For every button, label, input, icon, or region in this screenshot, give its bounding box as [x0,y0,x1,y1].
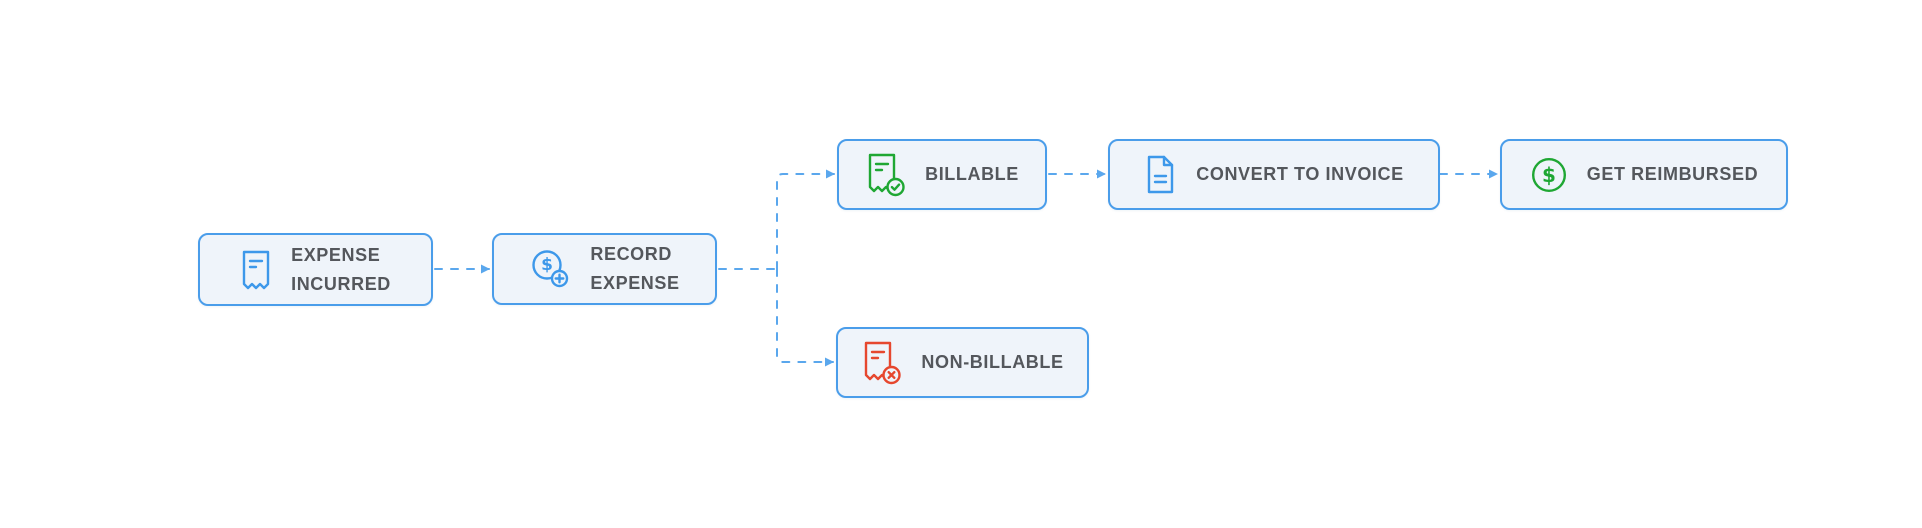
receipt-icon [240,249,272,291]
svg-text:$: $ [1542,163,1556,187]
invoice-document-icon [1144,154,1177,195]
node-label: RECORD EXPENSE [590,244,680,293]
dollar-circle-icon: $ [1530,156,1568,194]
edge-branch-to-billable [776,169,835,270]
receipt-cross-icon [861,340,902,386]
add-expense-icon: $ [529,248,571,290]
node-label: NON-BILLABLE [921,352,1064,372]
node-label: BILLABLE [925,164,1019,184]
node-label: EXPENSE INCURRED [291,244,391,294]
node-get-reimbursed: $ GET REIMBURSED [1500,139,1788,210]
svg-text:$: $ [541,255,553,275]
node-label: GET REIMBURSED [1586,164,1759,184]
edge-branch-to-nonbillable [776,268,834,367]
node-label: CONVERT TO INVOICE [1196,164,1404,184]
node-non-billable: NON-BILLABLE [836,327,1089,398]
node-expense-incurred: EXPENSE INCURRED [198,233,433,306]
node-convert-to-invoice: CONVERT TO INVOICE [1108,139,1440,210]
node-billable: BILLABLE [837,139,1047,210]
node-record-expense: $ RECORD EXPENSE [492,233,717,305]
receipt-check-icon [865,152,906,198]
